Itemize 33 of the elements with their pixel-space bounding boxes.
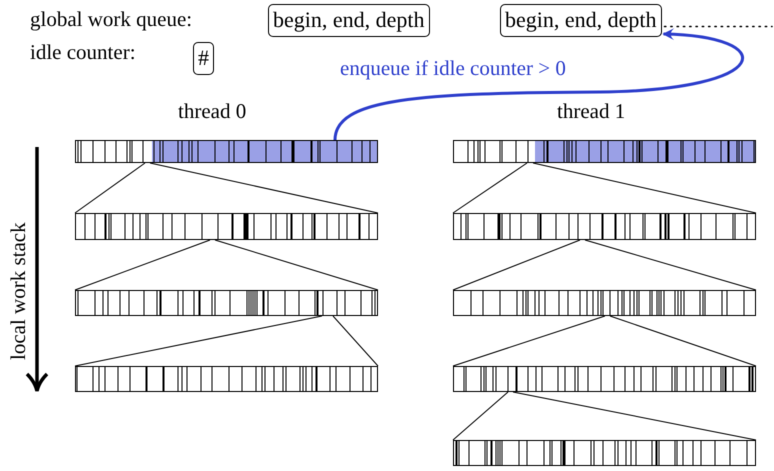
connector-line bbox=[532, 162, 756, 214]
array-bar bbox=[453, 140, 756, 163]
array-bar bbox=[453, 440, 756, 466]
dotted-line bbox=[664, 26, 773, 28]
array-bar bbox=[75, 213, 378, 240]
array-bar bbox=[75, 366, 378, 392]
text-box: begin, end, depth bbox=[500, 4, 662, 37]
row-label: idle counter: bbox=[30, 42, 136, 63]
array-bar bbox=[75, 290, 378, 316]
connector-line bbox=[452, 162, 528, 214]
connector-line bbox=[610, 316, 756, 366]
text-box: begin, end, depth bbox=[268, 4, 430, 37]
column-heading: thread 1 bbox=[557, 101, 626, 122]
connector-line bbox=[74, 162, 146, 214]
array-bar bbox=[453, 213, 756, 240]
column-heading: thread 0 bbox=[178, 101, 246, 122]
text-box: # bbox=[193, 42, 214, 75]
connector-line bbox=[332, 316, 378, 366]
array-bar bbox=[453, 366, 756, 392]
edge-label: enqueue if idle counter > 0 bbox=[340, 58, 566, 79]
connector-line bbox=[74, 240, 210, 290]
connector-line bbox=[452, 392, 508, 440]
array-bar bbox=[453, 290, 756, 316]
connector-line bbox=[214, 240, 378, 290]
connector-line bbox=[74, 316, 322, 366]
connector-line bbox=[584, 240, 756, 290]
connector-line bbox=[150, 162, 378, 214]
connector-line bbox=[512, 392, 756, 440]
array-bar bbox=[75, 140, 378, 163]
row-label: global work queue: bbox=[30, 9, 192, 30]
connector-line bbox=[452, 240, 580, 290]
axis-label: local work stack bbox=[8, 222, 29, 360]
connector-line bbox=[452, 316, 606, 366]
